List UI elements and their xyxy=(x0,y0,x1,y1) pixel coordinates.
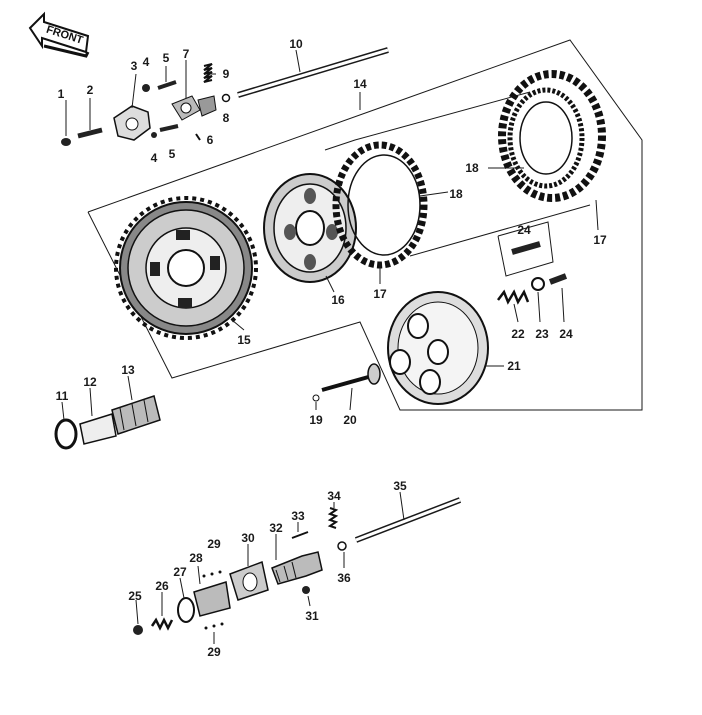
spring-9 xyxy=(203,63,213,83)
callout-4a: 4 xyxy=(143,55,150,69)
callout-5b: 5 xyxy=(169,147,176,161)
nut-4a xyxy=(142,84,150,92)
pin-33 xyxy=(291,531,309,539)
push-rod-20 xyxy=(312,363,381,402)
callout-18a: 18 xyxy=(465,161,479,175)
callout-4b: 4 xyxy=(151,151,158,165)
spring-bolt-box xyxy=(497,221,554,277)
washer-8 xyxy=(221,93,231,103)
callout-6: 6 xyxy=(207,133,214,147)
bolt-31 xyxy=(302,586,310,594)
callout-8: 8 xyxy=(223,111,230,125)
washer-11 xyxy=(54,418,78,450)
callout-21: 21 xyxy=(507,359,521,373)
callout-labels: 1 2 3 4 4 5 5 6 7 8 9 10 11 12 13 14 15 … xyxy=(56,37,607,659)
bolt-24a xyxy=(511,241,541,255)
release-mechanism xyxy=(61,63,231,146)
screw-5b xyxy=(159,124,179,132)
clutch-housing-15 xyxy=(114,196,258,340)
callout-2: 2 xyxy=(87,83,94,97)
spacer-bearing xyxy=(54,395,161,450)
callout-33: 33 xyxy=(291,509,305,523)
callout-22: 22 xyxy=(511,327,525,341)
callout-23: 23 xyxy=(535,327,549,341)
callout-9: 9 xyxy=(223,67,230,81)
callout-14: 14 xyxy=(353,77,367,91)
adjuster-6 xyxy=(197,95,217,117)
callout-25: 25 xyxy=(128,589,142,603)
push-rod-35 xyxy=(355,498,461,542)
callout-30: 30 xyxy=(241,531,255,545)
nut-25 xyxy=(133,625,143,635)
callout-28: 28 xyxy=(189,551,203,565)
callout-32: 32 xyxy=(269,521,283,535)
lower-assembly xyxy=(133,497,462,635)
callout-15: 15 xyxy=(237,333,251,347)
needle-bearing-13 xyxy=(111,395,161,435)
bolt-24b xyxy=(548,273,568,285)
sleeve-12 xyxy=(79,413,117,445)
callout-11: 11 xyxy=(56,389,69,403)
callout-18b: 18 xyxy=(449,187,463,201)
clutch-spring-22 xyxy=(497,289,530,305)
friction-plate-17b xyxy=(498,70,606,202)
ball-19 xyxy=(312,394,320,402)
callout-27: 27 xyxy=(173,565,187,579)
callout-1: 1 xyxy=(58,87,65,101)
release-shaft-32 xyxy=(271,551,323,585)
callout-35: 35 xyxy=(393,479,407,493)
callout-36: 36 xyxy=(337,571,351,585)
callout-5a: 5 xyxy=(163,51,170,65)
callout-20: 20 xyxy=(343,413,357,427)
nut-1 xyxy=(61,138,71,146)
callout-12: 12 xyxy=(83,375,97,389)
leader-lines xyxy=(61,49,599,644)
callout-16: 16 xyxy=(331,293,345,307)
callout-29a: 29 xyxy=(207,537,221,551)
callout-3: 3 xyxy=(131,59,138,73)
spring-34 xyxy=(327,507,339,529)
callout-19: 19 xyxy=(309,413,323,427)
washer-36 xyxy=(337,541,347,551)
callout-17a: 17 xyxy=(373,287,387,301)
callout-24a: 24 xyxy=(517,223,531,237)
callout-24b: 24 xyxy=(559,327,573,341)
washer-23 xyxy=(531,277,545,291)
push-rod-10 xyxy=(237,47,389,98)
bracket-28 xyxy=(193,581,231,617)
callout-34: 34 xyxy=(327,489,341,503)
callout-29b: 29 xyxy=(207,645,221,659)
front-arrow-badge: FRONT xyxy=(28,11,90,58)
clutch-hub-16 xyxy=(263,173,357,283)
callout-17b: 17 xyxy=(593,233,607,247)
spring-washer-bolt xyxy=(497,241,568,305)
adjuster-26 xyxy=(150,617,174,631)
bolt-2 xyxy=(77,127,103,139)
steel-plate-18 xyxy=(507,87,585,189)
screw-5a xyxy=(157,80,177,90)
callout-13: 13 xyxy=(121,363,135,377)
clutch-assembly-outline xyxy=(87,39,643,411)
callout-10: 10 xyxy=(289,37,303,51)
callout-26: 26 xyxy=(155,579,169,593)
callout-31: 31 xyxy=(305,609,319,623)
circlip-27 xyxy=(177,597,195,623)
pressure-plate-21 xyxy=(387,291,489,405)
nut-4b xyxy=(151,132,157,138)
callout-7: 7 xyxy=(183,47,190,61)
